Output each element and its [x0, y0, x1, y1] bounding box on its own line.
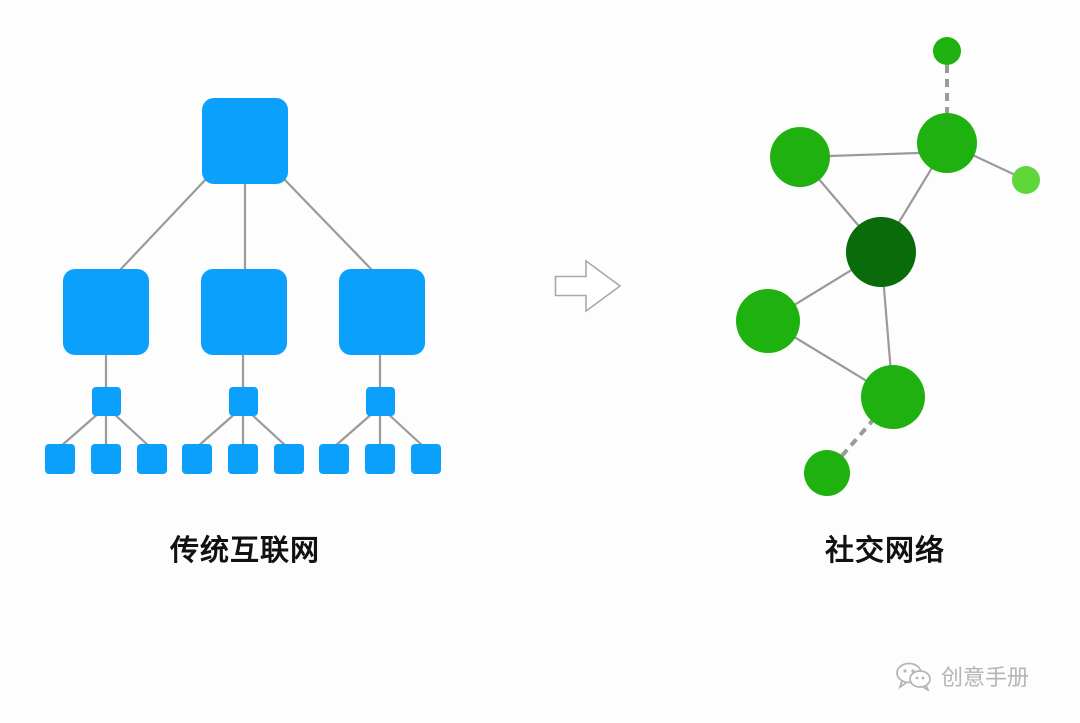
tree-hub-node [366, 387, 395, 416]
tree-root-node [202, 98, 288, 184]
tree-edge [282, 177, 373, 271]
tree-leaf-node [91, 444, 121, 474]
traditional-internet-label: 传统互联网 [169, 533, 320, 567]
social-network-label: 社交网络 [824, 533, 945, 567]
tree-leaf-node [228, 444, 258, 474]
wechat-icon [896, 662, 931, 691]
social-network-graph [736, 37, 1040, 496]
watermark: 创意手册 [895, 656, 1029, 696]
tree-branch-node [201, 269, 287, 355]
tree-leaf-node [411, 444, 441, 474]
tree-branch-node [339, 269, 425, 355]
tree-edge [248, 411, 288, 448]
tree-edge [385, 411, 425, 448]
tree-leaf-node [274, 444, 304, 474]
graph-node [736, 289, 800, 353]
tree-edge [333, 411, 375, 448]
graph-peripheral-node [933, 37, 961, 65]
graph-light-node [1012, 166, 1040, 194]
tree-edge [196, 411, 238, 448]
hollow-right-arrow-icon [554, 259, 622, 313]
tree-edge [59, 411, 101, 448]
graph-hub-node [846, 217, 916, 287]
tree-hub-node [229, 387, 258, 416]
traditional-internet-tree [45, 98, 441, 474]
tree-edge [119, 177, 208, 271]
graph-node [861, 365, 925, 429]
tree-nodes [45, 98, 441, 474]
watermark-text: 创意手册 [941, 666, 1030, 691]
tree-leaf-node [182, 444, 212, 474]
graph-nodes [736, 37, 1040, 496]
tree-leaf-node [319, 444, 349, 474]
tree-branch-node [63, 269, 149, 355]
tree-edge [111, 411, 151, 448]
graph-peripheral-node [804, 450, 850, 496]
tree-leaf-node [365, 444, 395, 474]
graph-node [770, 127, 830, 187]
tree-leaf-node [137, 444, 167, 474]
tree-edges [59, 177, 425, 448]
graph-node [917, 113, 977, 173]
tree-leaf-node [45, 444, 75, 474]
tree-hub-node [92, 387, 121, 416]
